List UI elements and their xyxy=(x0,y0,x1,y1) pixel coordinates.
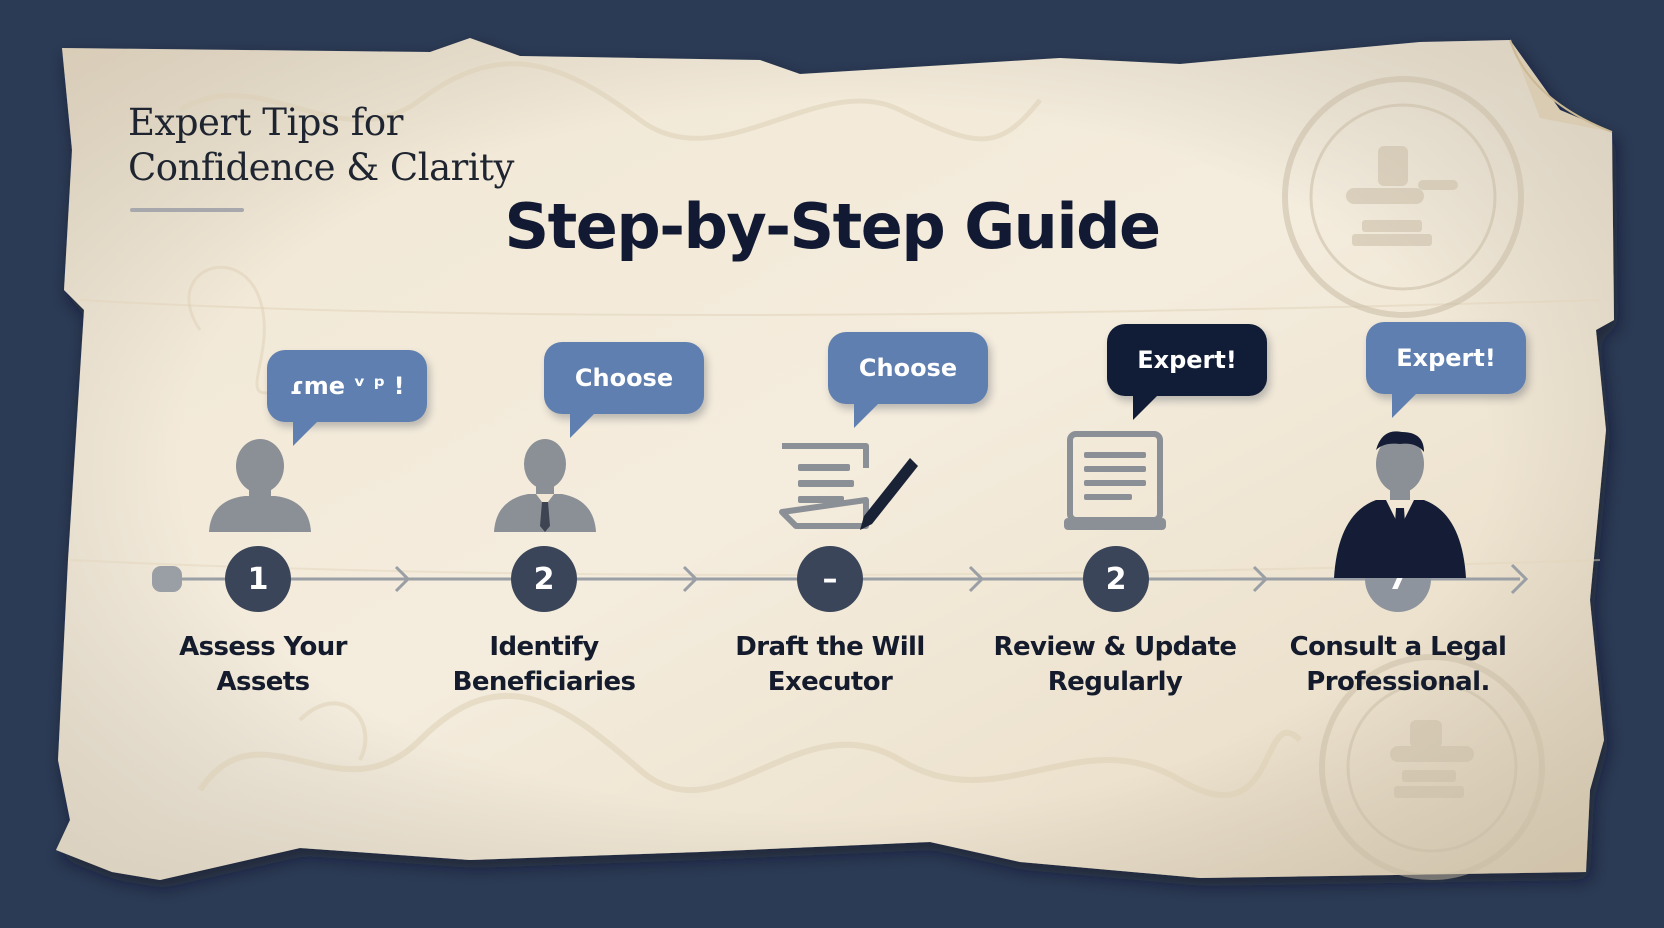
page-title: Step-by-Step Guide xyxy=(504,190,1162,263)
subtitle-line-1: Expert Tips for xyxy=(128,101,403,144)
lawyer-icon xyxy=(1334,431,1466,578)
timeline-arrow-1 xyxy=(394,565,411,593)
document-icon xyxy=(1064,431,1166,530)
step-label-1: Assess Your Assets xyxy=(179,632,347,697)
speech-bubble-5: Expert! xyxy=(1366,322,1526,418)
speech-bubble-1: ɾme ᵛ ᵖ ! xyxy=(267,350,427,446)
speech-bubble-2: Choose xyxy=(544,342,704,438)
speech-bubble-4: Expert! xyxy=(1107,324,1267,420)
timeline-arrow-4 xyxy=(1252,565,1269,593)
step-label-2: Identify Beneficiaries xyxy=(452,632,636,697)
step-marker-1: 1 xyxy=(225,546,291,612)
speech-bubble-3: Choose xyxy=(828,332,988,428)
step-label-5: Consult a Legal Professional. xyxy=(1289,632,1507,697)
step-marker-3: – xyxy=(797,546,863,612)
timeline-arrow-end xyxy=(1510,563,1529,595)
subtitle-underline xyxy=(130,208,244,212)
stamp-top xyxy=(1282,76,1524,318)
person-silhouette-icon xyxy=(209,439,311,532)
step-label-3: Draft the Will Executor xyxy=(735,632,925,697)
subtitle: Expert Tips for Confidence & Clarity xyxy=(128,100,514,190)
step-marker-4: 2 xyxy=(1083,546,1149,612)
businessman-icon xyxy=(494,439,596,532)
step-marker-2: 2 xyxy=(511,546,577,612)
timeline-arrow-3 xyxy=(968,565,985,593)
document-pen-icon xyxy=(779,443,918,530)
step-label-4: Review & Update Regularly xyxy=(993,632,1237,697)
subtitle-line-2: Confidence & Clarity xyxy=(128,146,514,189)
stamp-bottom xyxy=(1319,654,1545,880)
timeline-start-cap xyxy=(152,566,182,592)
timeline-arrow-2 xyxy=(682,565,699,593)
